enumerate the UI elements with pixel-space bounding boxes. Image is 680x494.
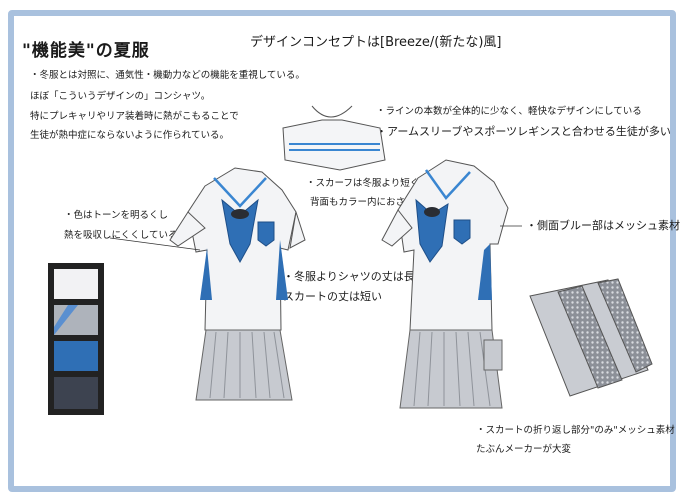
uniform-side-view	[381, 159, 509, 409]
mesh-side-note: ・側面ブルー部はメッシュ素材	[526, 219, 680, 232]
leader-line	[109, 237, 201, 251]
intro-line: 特にプレキャリやリア装着時に熱がこもることで	[30, 111, 239, 122]
color-note-line: ・色はトーンを明るくし	[64, 210, 169, 221]
palette-swatch-white	[54, 269, 98, 299]
color-note-line: 熱を吸収しにくくしている	[64, 230, 178, 241]
shirt-note-line: スカートの丈は短い	[283, 290, 382, 303]
shirt-note-line: ・冬服よりシャツの丈は長く、	[283, 270, 437, 283]
skirt-mesh-detail	[529, 278, 653, 397]
mesh-skirt-note-line: たぶんメーカーが大変	[476, 444, 572, 455]
intro-line: ほぼ「こういうデザインの」コンシャツ。	[30, 91, 211, 102]
scarf-note-line: 背面もカラー内におさまる	[310, 197, 425, 208]
page-title: "機能美"の夏服	[22, 41, 150, 61]
palette-swatch-dark	[54, 377, 98, 409]
palette-swatch-blue	[54, 341, 98, 371]
design-note-line: ・アームスリーブやスポーツレギンスと合わせる生徒が多い	[376, 125, 671, 138]
mesh-skirt-note-line: ・スカートの折り返し部分"のみ"メッシュ素材	[476, 425, 675, 436]
illustration-frame	[8, 10, 676, 492]
color-palette	[48, 263, 104, 415]
scarf-note-line: ・スカーフは冬服より短く、	[306, 178, 429, 189]
intro-line: 生徒が熱中症にならないように作られている。	[30, 130, 230, 141]
palette-swatch-gray	[54, 305, 98, 335]
uniform-front-view	[169, 167, 306, 401]
design-note-line: ・ラインの本数が全体的に少なく、軽快なデザインにしている	[376, 106, 642, 117]
collar-back-view	[282, 105, 386, 171]
design-concept: デザインコンセプトは[Breeze/(新たな)風]	[250, 35, 502, 50]
intro-line: ・冬服とは対照に、通気性・機動力などの機能を重視している。	[30, 70, 305, 81]
